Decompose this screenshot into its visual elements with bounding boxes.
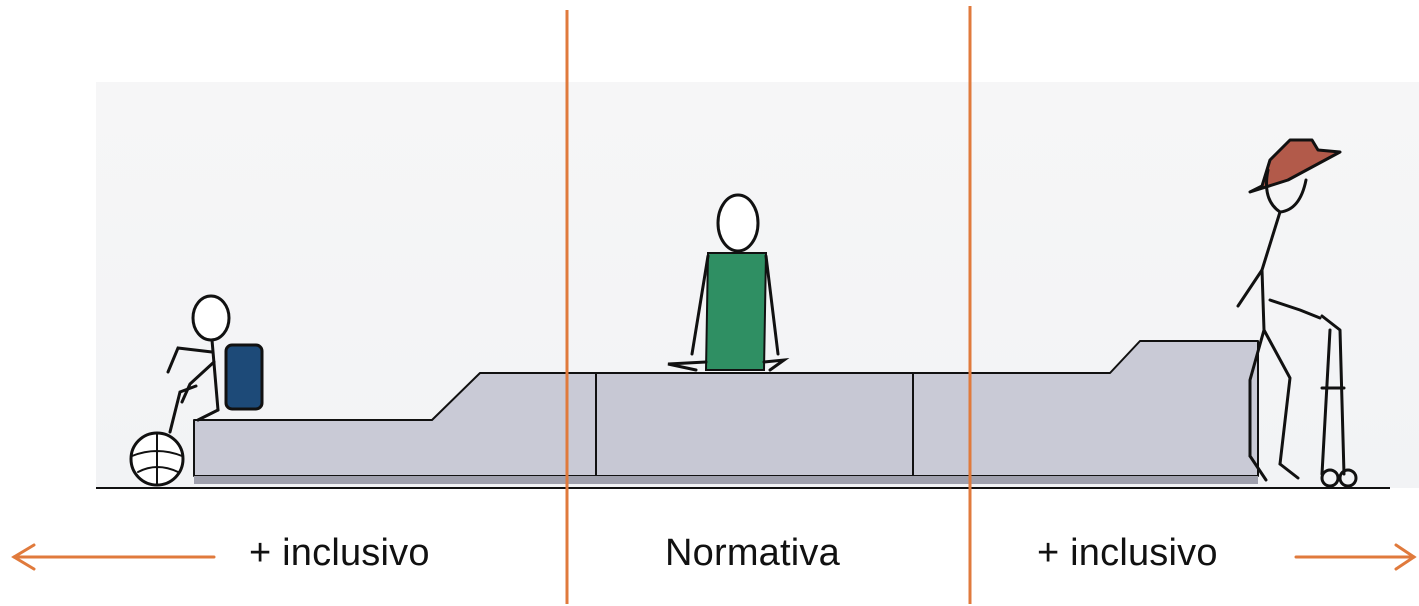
bench-right-module: [912, 340, 1259, 477]
arrow-right-icon: [1294, 543, 1417, 571]
backpack: [224, 343, 264, 411]
arrow-left-icon: [11, 543, 216, 571]
bench-center-module: [595, 372, 914, 477]
elderly-with-walker-icon: [1236, 138, 1358, 488]
bench: [96, 340, 1390, 489]
label-right-inclusive: + inclusivo: [1037, 532, 1218, 574]
shirt: [704, 252, 768, 371]
label-left-inclusive: + inclusivo: [249, 532, 430, 574]
person-sitting-icon: [667, 193, 790, 372]
label-normative: Normativa: [665, 532, 840, 574]
bench-base: [194, 476, 1258, 484]
hat: [1248, 138, 1342, 194]
child-with-ball-icon: [129, 294, 264, 487]
